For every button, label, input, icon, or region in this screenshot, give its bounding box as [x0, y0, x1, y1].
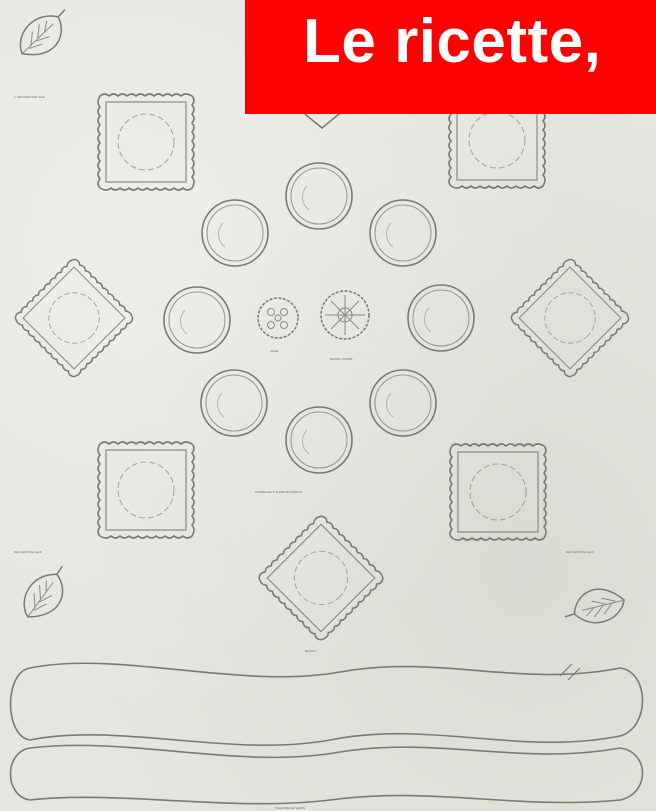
leaf-left [15, 566, 76, 620]
small-piece-sage [258, 298, 298, 338]
diamond-caption: RAVIOLI [305, 649, 317, 653]
ravioli-diamond-bottom [257, 514, 386, 643]
circles-caption: CAPPELLETTI & ROUND RAVIOLI [255, 490, 302, 494]
leaf-right [565, 580, 626, 634]
circle-top [286, 163, 352, 229]
ribbon-caption: TAGLIATELLE SHAPE [275, 806, 305, 810]
ravioli-square-bottom-right [450, 444, 546, 540]
circle-left [164, 287, 230, 353]
circle-lower-left [201, 370, 267, 436]
ravioli-diamond-left [13, 257, 135, 379]
small-piece-stamp [321, 291, 369, 339]
ribbon-marker [560, 664, 580, 680]
title-banner: Le ricette, [245, 0, 656, 114]
leaf-top-left-caption: 1. DECORATIVE LEAF [14, 95, 45, 99]
leaf-right-caption: DECORATIVE LEAF [566, 550, 594, 554]
ravioli-diamond-right [509, 257, 631, 379]
ribbon-upper [11, 663, 643, 745]
leaf-top-left [15, 10, 72, 58]
ravioli-square-top-left [98, 94, 194, 190]
circle-upper-left [202, 200, 268, 266]
small-piece-caption-sage: SAGE [270, 349, 278, 353]
circle-bottom [286, 407, 352, 473]
circle-upper-right [370, 200, 436, 266]
small-piece-caption-stamp: RAVIOLI STAMP [330, 357, 353, 361]
circle-right [408, 285, 474, 351]
ravioli-square-bottom-left [98, 442, 194, 538]
banner-title: Le ricette, [303, 6, 601, 77]
leaf-left-caption: DECORATIVE LEAF [14, 550, 42, 554]
circle-lower-right [370, 370, 436, 436]
ribbon-lower [11, 745, 643, 803]
